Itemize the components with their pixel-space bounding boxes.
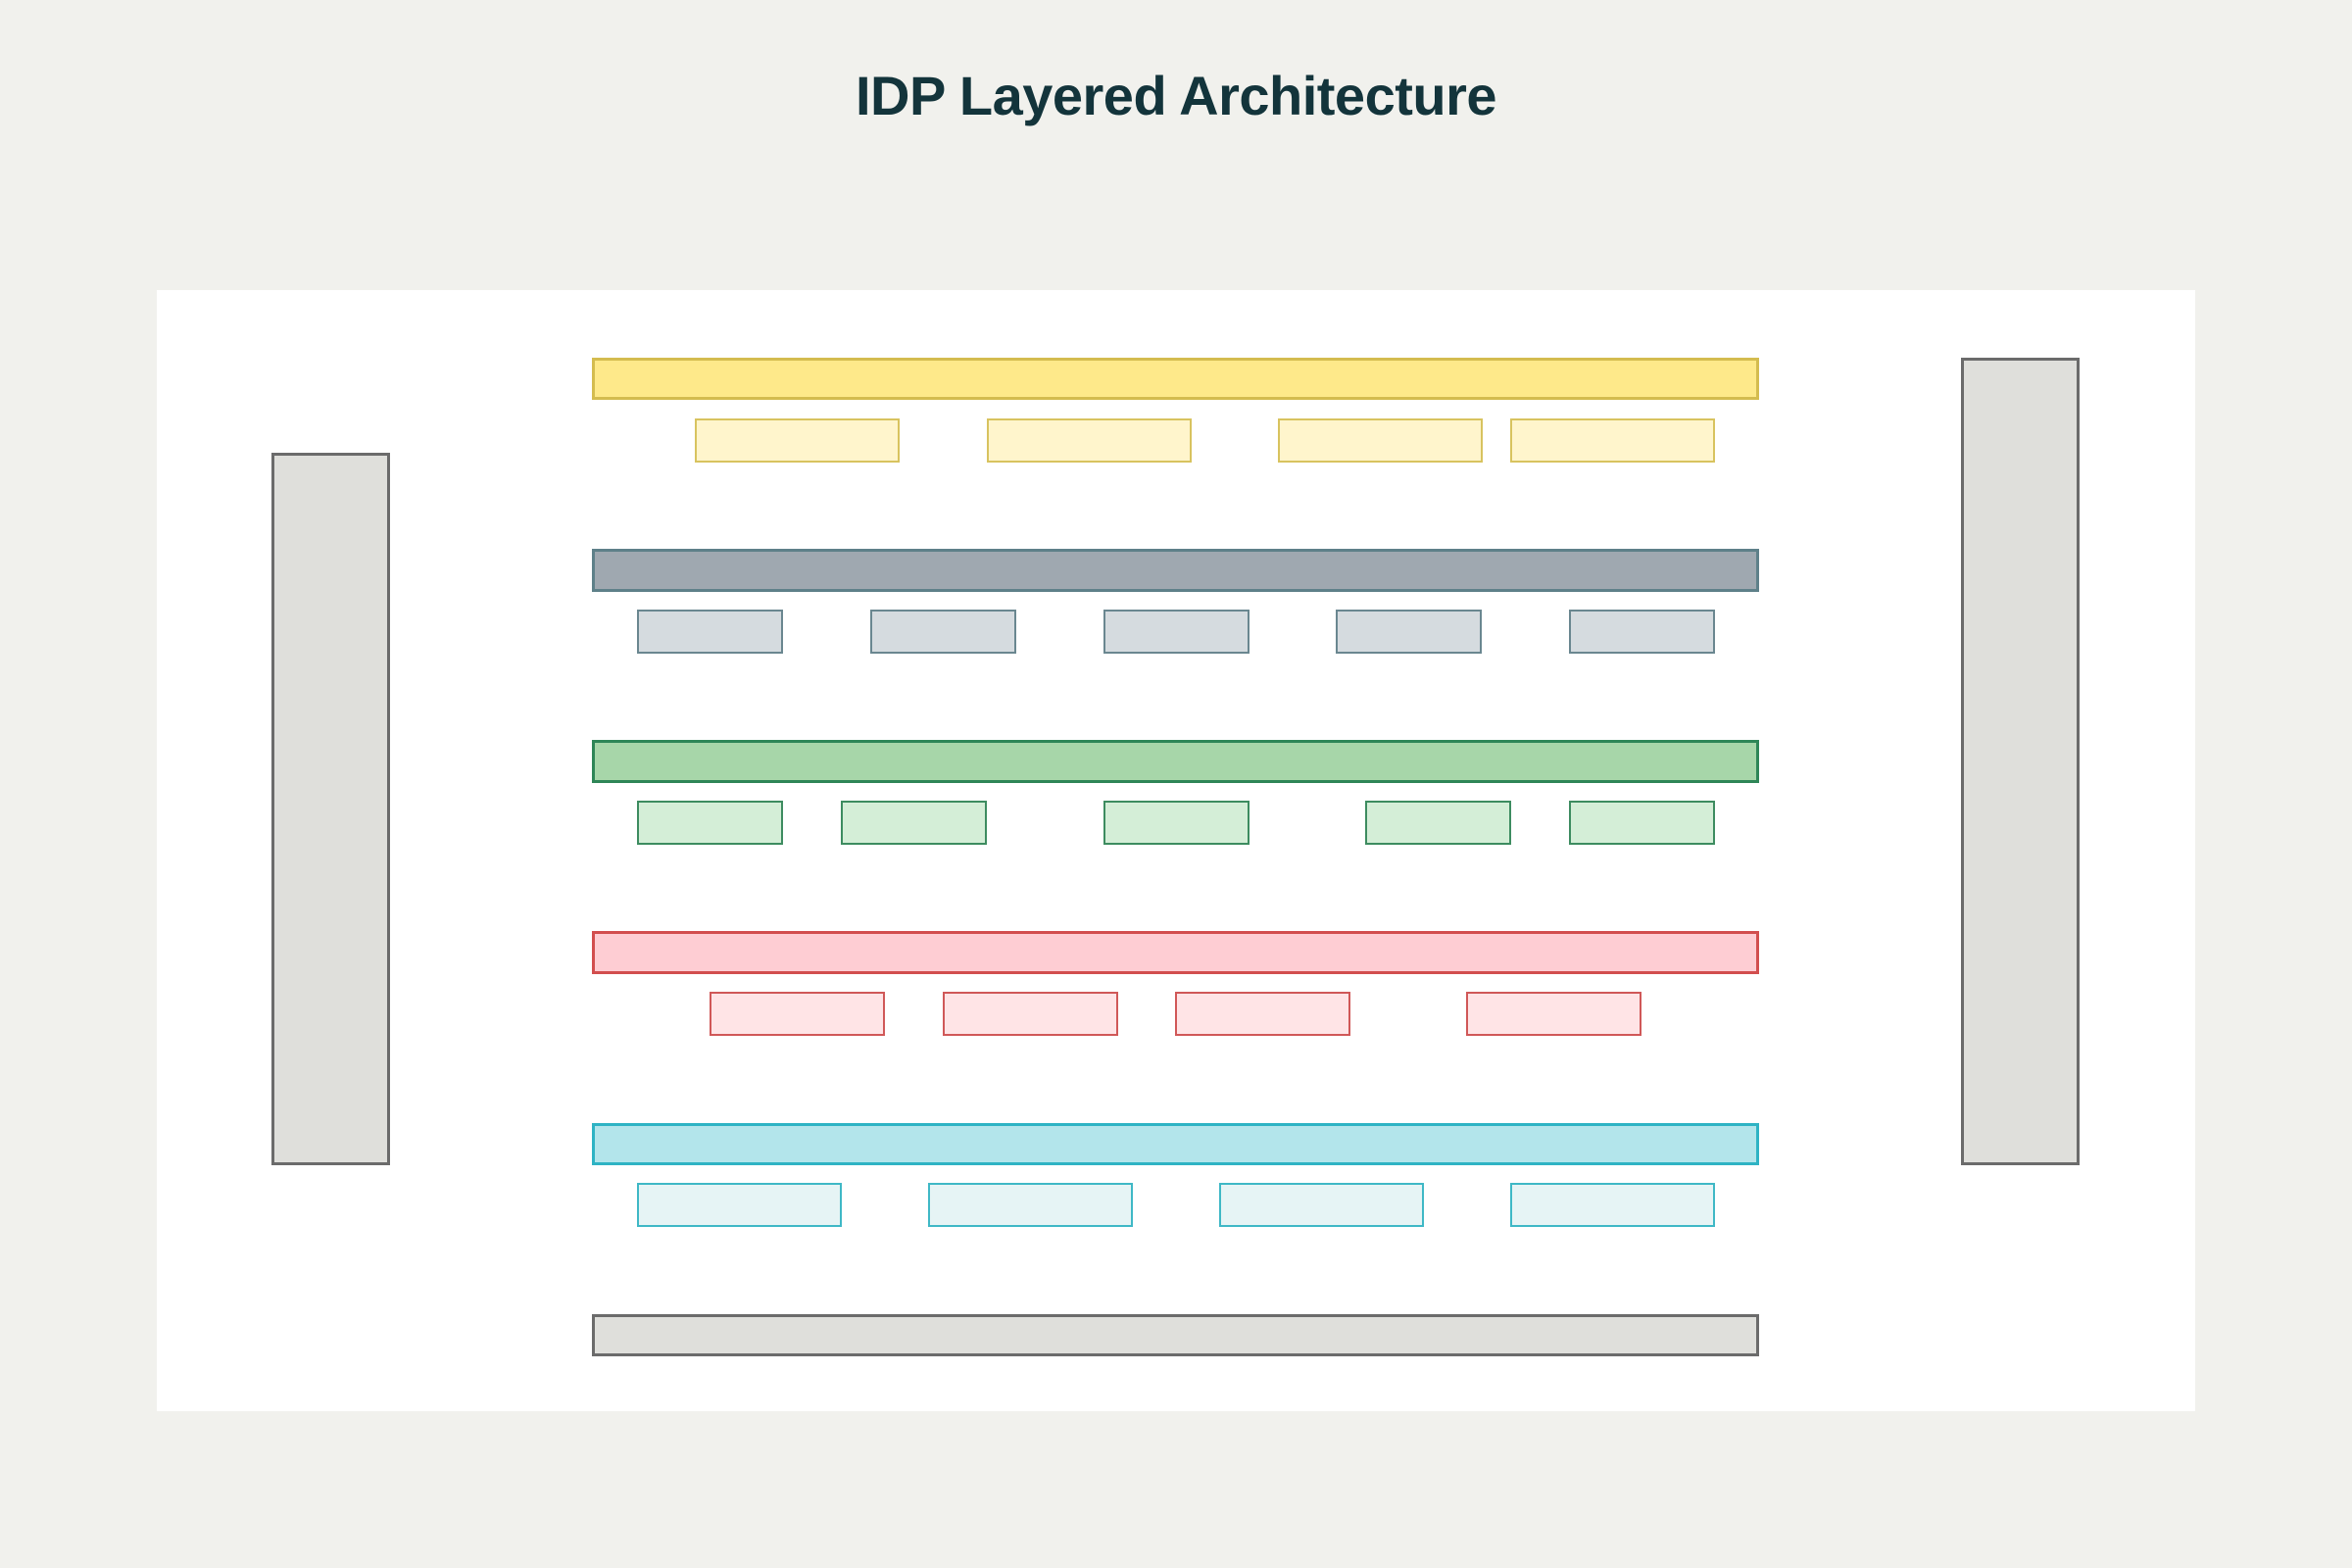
- layer-2-bar: [592, 549, 1759, 592]
- layer-2-component-box: [870, 610, 1016, 654]
- layer-5-component-box: [928, 1183, 1133, 1227]
- left-panel: [271, 453, 390, 1165]
- layer-4-component-box: [1175, 992, 1350, 1036]
- layer-3-component-box: [637, 801, 783, 845]
- layer-5-component-box: [637, 1183, 842, 1227]
- layer-4-component-box: [943, 992, 1118, 1036]
- layer-3-component-box: [1569, 801, 1715, 845]
- layer-1-component-box: [1278, 418, 1483, 463]
- layer-3-component-box: [1365, 801, 1511, 845]
- layer-1-component-box: [987, 418, 1192, 463]
- right-panel: [1961, 358, 2080, 1165]
- layer-6-bar: [592, 1314, 1759, 1356]
- layer-3-component-box: [841, 801, 987, 845]
- layer-2-component-box: [1336, 610, 1482, 654]
- layer-5-component-box: [1219, 1183, 1424, 1227]
- layer-2-component-box: [1103, 610, 1250, 654]
- layer-5-bar: [592, 1123, 1759, 1165]
- layer-1-bar: [592, 358, 1759, 400]
- layer-2-component-box: [1569, 610, 1715, 654]
- layer-3-bar: [592, 740, 1759, 783]
- layer-3-component-box: [1103, 801, 1250, 845]
- layer-2-component-box: [637, 610, 783, 654]
- layer-1-component-box: [695, 418, 900, 463]
- layer-5-component-box: [1510, 1183, 1715, 1227]
- diagram-title: IDP Layered Architecture: [855, 65, 1497, 126]
- diagram-canvas: [157, 290, 2195, 1411]
- layer-1-component-box: [1510, 418, 1715, 463]
- layer-4-bar: [592, 931, 1759, 974]
- layer-4-component-box: [1466, 992, 1642, 1036]
- layer-4-component-box: [710, 992, 885, 1036]
